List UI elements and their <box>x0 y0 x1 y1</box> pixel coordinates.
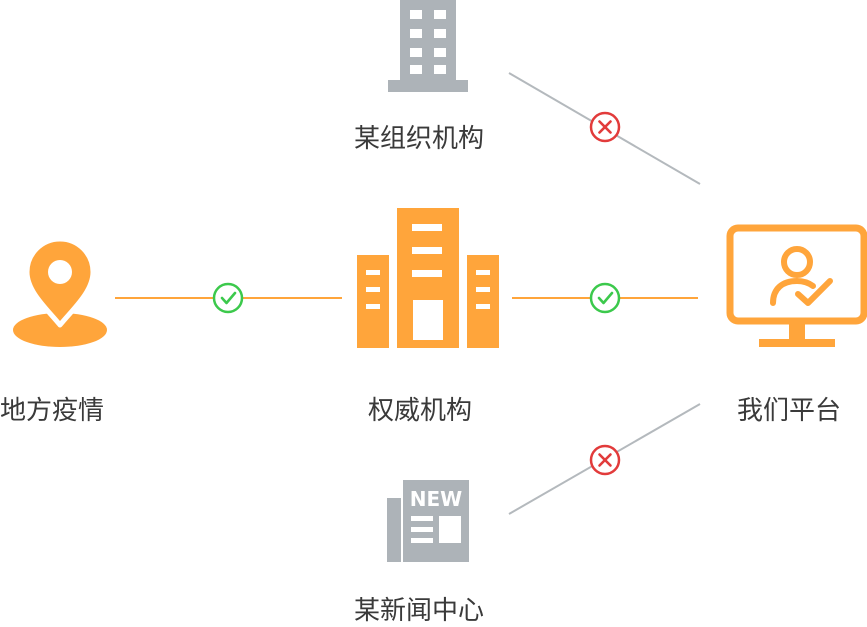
x-circle-icon <box>589 111 621 143</box>
node-label-authority: 权威机构 <box>368 396 473 426</box>
node-label-local: 地方疫情 <box>0 396 105 426</box>
authority-building-icon <box>357 208 499 348</box>
node-label-platform: 我们平台 <box>737 396 842 426</box>
node-label-news: 某新闻中心 <box>354 596 485 626</box>
monitor-user-icon <box>726 224 867 347</box>
check-circle-icon <box>589 282 621 314</box>
newspaper-badge-text: NEW <box>410 487 462 511</box>
office-building-icon <box>388 0 468 92</box>
newspaper-icon: NEW <box>387 480 469 562</box>
node-label-organization: 某组织机构 <box>354 124 485 154</box>
x-circle-icon <box>589 444 621 476</box>
location-pin-icon <box>13 236 107 347</box>
check-circle-icon <box>212 282 244 314</box>
